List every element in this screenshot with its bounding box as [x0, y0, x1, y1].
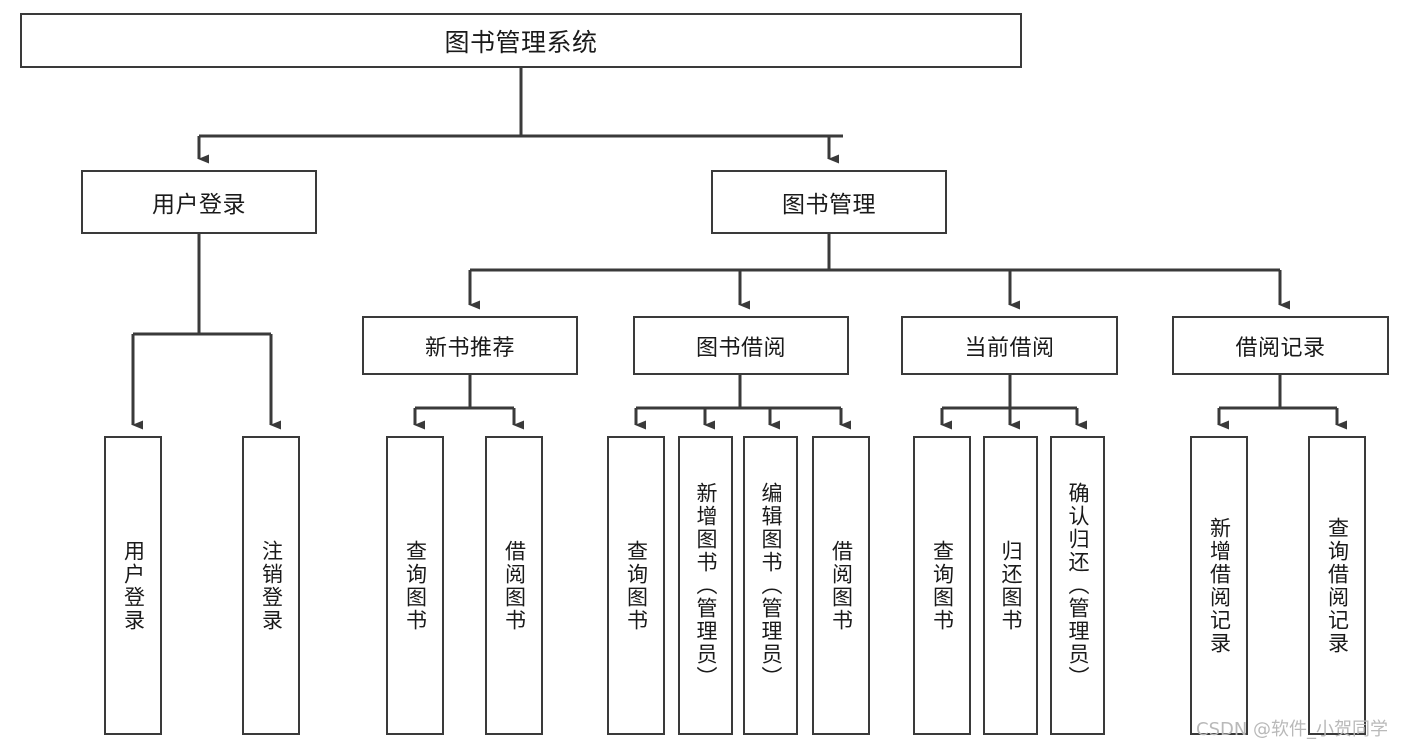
node-leaf[interactable]: 确认归还（管理员）: [1050, 436, 1105, 735]
node-leaf[interactable]: 编辑图书（管理员）: [743, 436, 798, 735]
node-level2[interactable]: 图书借阅: [633, 316, 849, 375]
node-level2-label: 图书借阅: [695, 335, 786, 361]
node-leaf[interactable]: 查询借阅记录: [1308, 436, 1366, 735]
node-level1[interactable]: 用户登录: [81, 170, 317, 234]
node-root-label: 图书管理系统: [444, 27, 598, 57]
node-root[interactable]: 图书管理系统: [20, 13, 1022, 68]
node-level2-label: 新书推荐: [424, 335, 515, 361]
node-level1[interactable]: 图书管理: [711, 170, 947, 234]
node-leaf-label: 查询图书: [624, 539, 649, 632]
node-leaf[interactable]: 查询图书: [386, 436, 444, 735]
node-leaf[interactable]: 新增图书（管理员）: [678, 436, 733, 735]
node-leaf-label: 查询图书: [403, 539, 428, 632]
node-leaf[interactable]: 查询图书: [607, 436, 665, 735]
node-leaf-label: 查询借阅记录: [1325, 516, 1350, 655]
node-level2-label: 当前借阅: [964, 335, 1055, 361]
node-level2[interactable]: 当前借阅: [901, 316, 1118, 375]
node-leaf[interactable]: 注销登录: [242, 436, 300, 735]
node-leaf-label: 查询图书: [930, 539, 955, 632]
node-leaf-label: 注销登录: [259, 539, 284, 632]
node-level2[interactable]: 借阅记录: [1172, 316, 1389, 375]
node-leaf[interactable]: 用户登录: [104, 436, 162, 735]
node-level2[interactable]: 新书推荐: [362, 316, 578, 375]
node-leaf-label: 归还图书: [998, 539, 1023, 632]
node-leaf[interactable]: 借阅图书: [812, 436, 870, 735]
node-leaf-label: 借阅图书: [829, 539, 854, 632]
node-leaf[interactable]: 借阅图书: [485, 436, 543, 735]
node-leaf-label: 新增借阅记录: [1207, 516, 1232, 655]
node-leaf-label: 确认归还（管理员）: [1065, 482, 1090, 689]
node-level1-label: 用户登录: [152, 192, 246, 218]
node-leaf[interactable]: 归还图书: [983, 436, 1038, 735]
node-leaf[interactable]: 查询图书: [913, 436, 971, 735]
csdn-watermark: CSDN @软件_小贺同学: [1196, 719, 1389, 740]
node-leaf-label: 借阅图书: [502, 539, 527, 632]
node-leaf-label: 新增图书（管理员）: [693, 482, 718, 689]
node-level1-label: 图书管理: [782, 192, 876, 218]
node-level2-label: 借阅记录: [1235, 335, 1326, 361]
node-leaf-label: 编辑图书（管理员）: [758, 482, 783, 689]
node-leaf-label: 用户登录: [121, 539, 146, 632]
node-leaf[interactable]: 新增借阅记录: [1190, 436, 1248, 735]
